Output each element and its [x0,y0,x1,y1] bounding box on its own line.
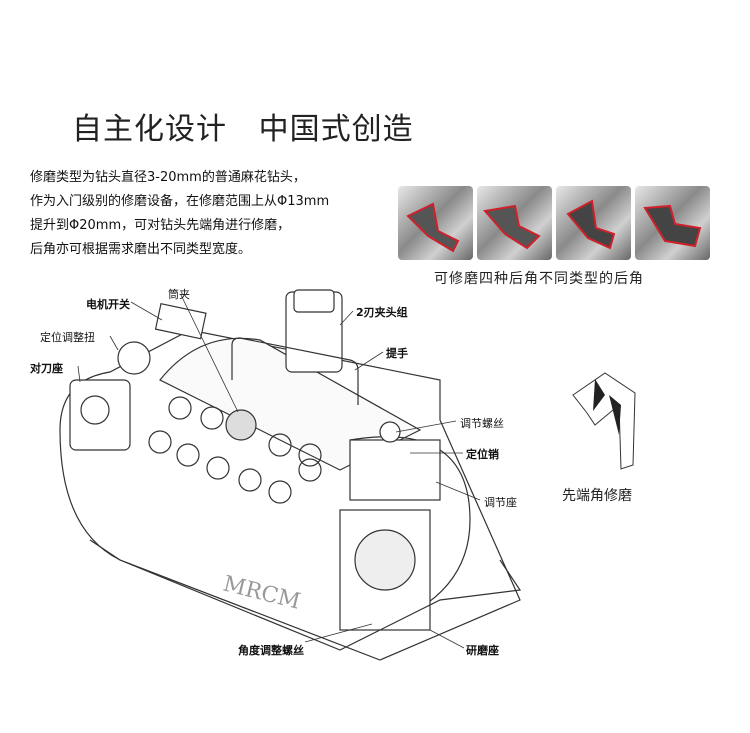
label-adjust-seat: 调节座 [484,496,517,509]
label-chuck-group: 2刃夹头组 [356,306,408,319]
drill-tip-illustration [572,372,636,470]
drill-bit-photo [556,186,631,260]
label-motor-switch: 电机开关 [86,298,130,311]
label-tool-seat: 对刀座 [30,362,63,375]
tip-caption: 先端角修磨 [562,488,632,504]
description-line: 后角亦可根据需求磨出不同类型宽度。 [30,242,252,257]
label-locating-pin: 定位销 [466,448,499,461]
machine-holes [148,396,322,504]
drill-bit-photo [477,186,552,260]
page-title: 自主化设计 中国式创造 [72,112,414,147]
label-angle-screw: 角度调整螺丝 [238,644,304,657]
label-position-knob: 定位调整扭 [40,331,95,344]
label-handle: 提手 [386,347,408,360]
label-collet: 筒夹 [168,288,190,301]
drill-bit-photos [398,186,710,260]
label-adjust-screw: 调节螺丝 [460,417,504,430]
description-line: 修磨类型为钻头直径3-20mm的普通麻花钻头， [30,170,306,185]
description-line: 作为入门级别的修磨设备，在修磨范围上从Φ13mm [30,194,330,209]
photos-caption: 可修磨四种后角不同类型的后角 [434,271,644,287]
drill-bit-photo [398,186,473,260]
label-grinding-seat: 研磨座 [466,644,499,657]
description: 修磨类型为钻头直径3-20mm的普通麻花钻头， 作为入门级别的修磨设备，在修磨范… [30,166,329,262]
description-line: 提升到Φ20mm，可对钻头先端角进行修磨， [30,218,291,233]
drill-bit-photo [635,186,710,260]
